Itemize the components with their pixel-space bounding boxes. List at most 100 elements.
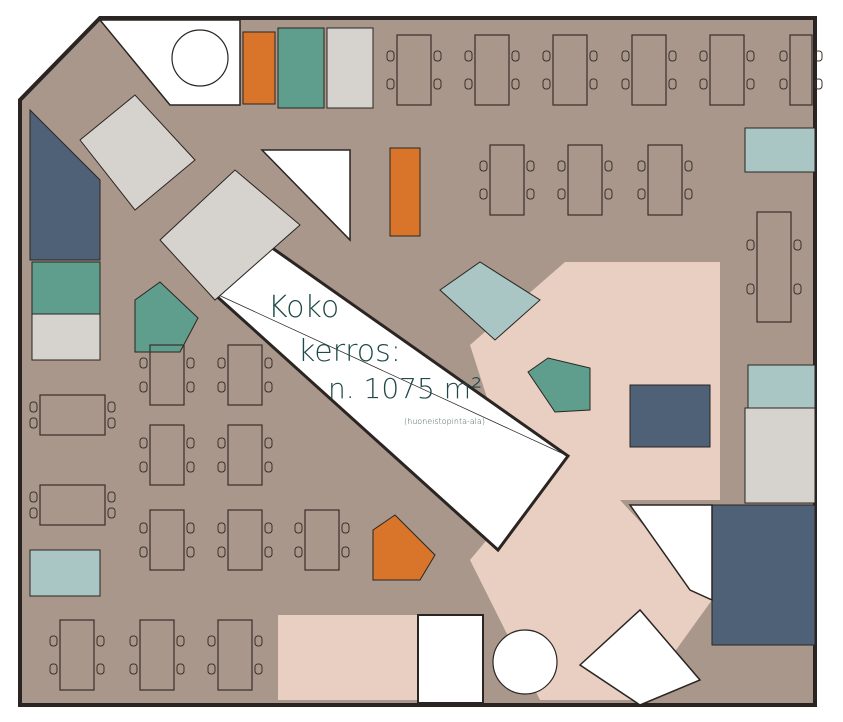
rooms-blue-se [711,504,816,646]
chair-icon [621,50,630,62]
chair-icon [186,546,195,558]
chair-icon [107,507,116,519]
chair-icon [294,546,303,558]
chair-icon [96,635,105,647]
chair-icon [589,78,598,90]
stair-se [628,504,713,602]
chair-icon [217,522,226,534]
chair-icon [699,78,708,90]
chair-icon [542,50,551,62]
chair-icon [464,78,473,90]
chair-icon [264,546,273,558]
desk-cluster [304,509,340,571]
entrance-se [578,608,702,706]
chair-icon [604,188,613,200]
chair-icon [511,78,520,90]
chair-icon [139,522,148,534]
chair-icon [254,663,263,675]
chair-icon [254,635,263,647]
plan-title-line1: Koko [268,290,340,325]
desk-cluster [647,144,683,216]
chair-icon [746,78,755,90]
chair-icon [207,635,216,647]
desk-cluster [631,34,667,106]
chair-icon [139,437,148,449]
chair-icon [49,663,58,675]
room-grey-west [31,313,101,361]
room-grey-top [326,27,374,109]
light-well [260,149,351,242]
chair-icon [264,522,273,534]
desk-cluster [227,424,263,486]
desk-cluster [39,394,106,436]
chair-icon [176,635,185,647]
desk-cluster [489,144,525,216]
chair-icon [139,461,148,473]
chair-icon [186,357,195,369]
chair-icon [526,188,535,200]
pods-teal [439,261,541,341]
chair-icon [604,160,613,172]
room-green-top [277,27,325,109]
chair-icon [139,546,148,558]
plan-area: n. 1075 m² [328,372,483,405]
chair-icon [139,381,148,393]
elevator [417,614,484,704]
desk-cluster [789,34,813,106]
chair-icon [526,160,535,172]
desk-cluster [59,619,95,691]
chair-icon [129,663,138,675]
spiral-stair-top-icon [171,29,229,87]
chair-icon [779,78,788,90]
room-teal-west [29,549,101,597]
chair-icon [294,522,303,534]
chair-icon [264,437,273,449]
chair-icon [699,50,708,62]
desk-cluster [227,344,263,406]
chair-icon [217,357,226,369]
chair-icon [186,381,195,393]
rooms-blue-west [29,108,101,261]
chair-icon [186,437,195,449]
chair-icon [433,50,442,62]
chair-icon [264,461,273,473]
room-green-lounge [527,357,591,413]
room-green-pentagon [134,281,199,353]
chair-icon [49,635,58,647]
chair-icon [29,401,38,413]
desk-cluster [552,34,588,106]
chair-icon [814,78,823,90]
chair-icon [341,546,350,558]
chair-icon [557,160,566,172]
desk-cluster [149,424,185,486]
chair-icon [746,239,755,251]
room-grey-east [744,407,816,504]
chair-icon [217,461,226,473]
chair-icon [29,491,38,503]
chair-icon [479,188,488,200]
desk-cluster [474,34,510,106]
chair-icon [386,50,395,62]
desk-cluster [396,34,432,106]
chair-icon [779,50,788,62]
chair-icon [29,507,38,519]
chair-icon [264,381,273,393]
plan-area-note: (huoneistopinta-ala) [404,417,486,426]
chair-icon [207,663,216,675]
desk-cluster [39,484,106,526]
room-teal-east1 [744,127,816,173]
room-orange-top [242,31,276,105]
chair-icon [668,50,677,62]
meeting-area-bottom [278,615,418,700]
chair-icon [464,50,473,62]
chair-icon [217,437,226,449]
chair-icon [637,160,646,172]
chair-icon [814,50,823,62]
chair-icon [139,357,148,369]
chair-icon [107,417,116,429]
chair-icon [746,283,755,295]
chair-icon [341,522,350,534]
desk-cluster [149,344,185,406]
chair-icon [793,283,802,295]
